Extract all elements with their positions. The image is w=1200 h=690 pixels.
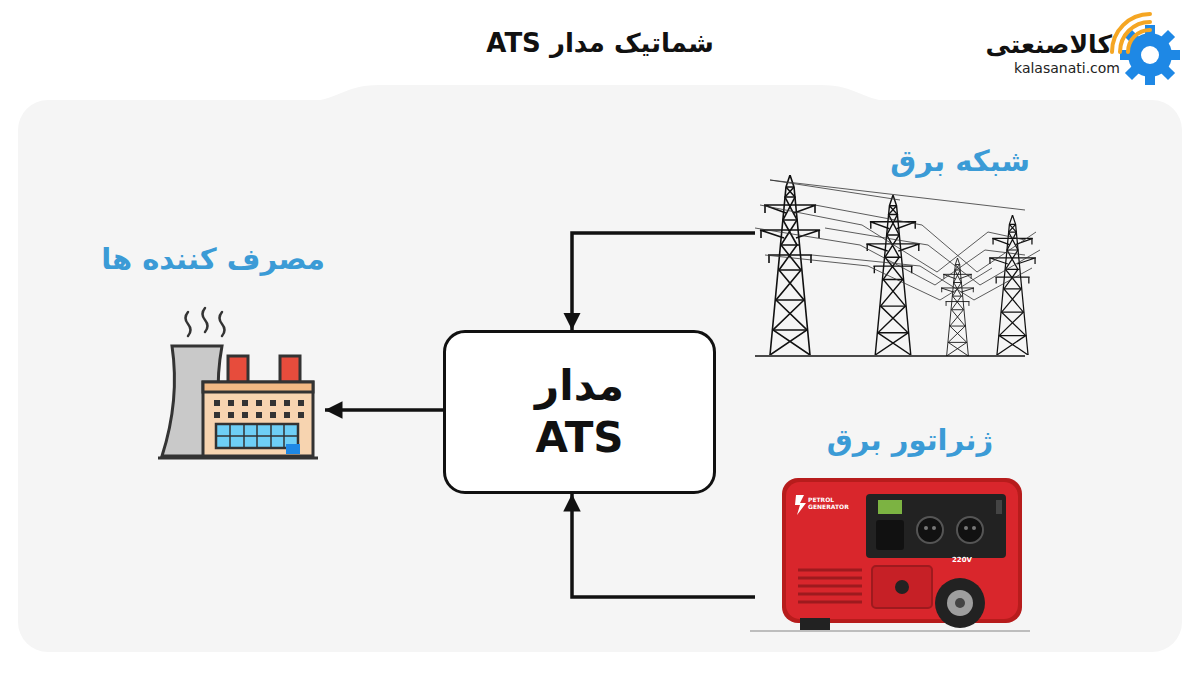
node-heading: مصرف کننده ها	[120, 242, 325, 276]
logo-text: kalasanati.com	[1014, 60, 1120, 76]
device-marking: PETROL GENERATOR	[808, 497, 856, 510]
node-heading: شبکه برق	[755, 144, 1030, 178]
ats-box: مدار ATS	[443, 330, 716, 494]
consumer-node: مصرف کننده ها	[120, 240, 325, 465]
connector-arrow	[572, 494, 755, 597]
generator-node: ژنراتور برق	[755, 415, 1035, 635]
connector-arrow	[325, 408, 443, 412]
device-marking: 220V	[952, 556, 972, 564]
background-panel	[18, 85, 1182, 652]
factory-illustration	[158, 308, 318, 458]
connector-arrow	[572, 233, 755, 330]
power-grid-node: شبکه برق	[755, 140, 1035, 360]
power-grid-pylons	[755, 175, 1040, 356]
box-label: مدار ATS	[505, 360, 655, 465]
logo-icon	[1112, 14, 1180, 85]
node-heading: ژنراتور برق	[785, 423, 1035, 457]
logo-text: کالاصنعتی	[985, 30, 1112, 59]
generator-illustration	[750, 478, 1030, 631]
